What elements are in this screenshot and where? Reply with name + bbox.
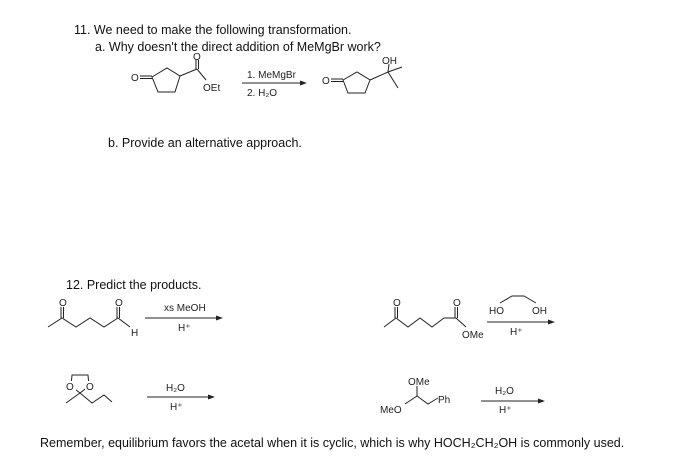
label-ph: Ph (438, 395, 450, 406)
reaction-arrow: 1. MeMgBr 2. H₂O (242, 70, 307, 99)
reagent-label: H⁺ (170, 402, 183, 413)
question-11a: a. Why doesn't the direct addition of Me… (95, 40, 381, 54)
reagent-label: 1. MeMgBr (247, 70, 297, 81)
question-11-title: 11. We need to make the following transf… (74, 23, 352, 37)
question-12-title: 12. Predict the products. (66, 278, 202, 292)
label-o: O (322, 76, 330, 87)
reagent-label: H⁺ (178, 323, 191, 334)
label-o: O (59, 298, 67, 309)
label-ome: OMe (408, 377, 430, 388)
label-o: O (453, 298, 461, 309)
reagent-label: H⁺ (499, 405, 512, 416)
label-o: O (393, 298, 401, 309)
label-o: O (193, 52, 201, 63)
label-oh: OH (382, 56, 397, 67)
product-tertiary-alcohol: O OH (322, 56, 403, 94)
reaction-1: O O H xs MeOH H⁺ (47, 298, 223, 339)
label-oet: OEt (203, 83, 220, 94)
reaction-3: O O H₂O H⁺ (65, 374, 215, 413)
label-meo: MeO (380, 405, 402, 416)
footer-note: Remember, equilibrium favors the acetal … (40, 436, 625, 450)
label-ome: OMe (462, 330, 484, 341)
reagent-label: 2. H₂O (247, 88, 277, 99)
label-o: O (86, 382, 94, 393)
label-o: O (131, 73, 139, 84)
reagent-label: H₂O (495, 386, 514, 397)
label-ho: HO (489, 306, 504, 317)
reagent-label: H⁺ (510, 327, 523, 338)
label-o: O (115, 298, 123, 309)
label-h: H (131, 328, 138, 339)
question-11b: b. Provide an alternative approach. (108, 136, 302, 150)
reagent-label: H₂O (166, 383, 185, 394)
reagent-label: xs MeOH (164, 303, 206, 314)
reactant-ketoester: O O OEt (131, 52, 220, 94)
label-oh: OH (532, 306, 547, 317)
reaction-2: O O OMe HO OH H⁺ (383, 295, 555, 341)
reaction-4: OMe MeO Ph H₂O H⁺ (380, 377, 545, 416)
label-o: O (66, 382, 74, 393)
